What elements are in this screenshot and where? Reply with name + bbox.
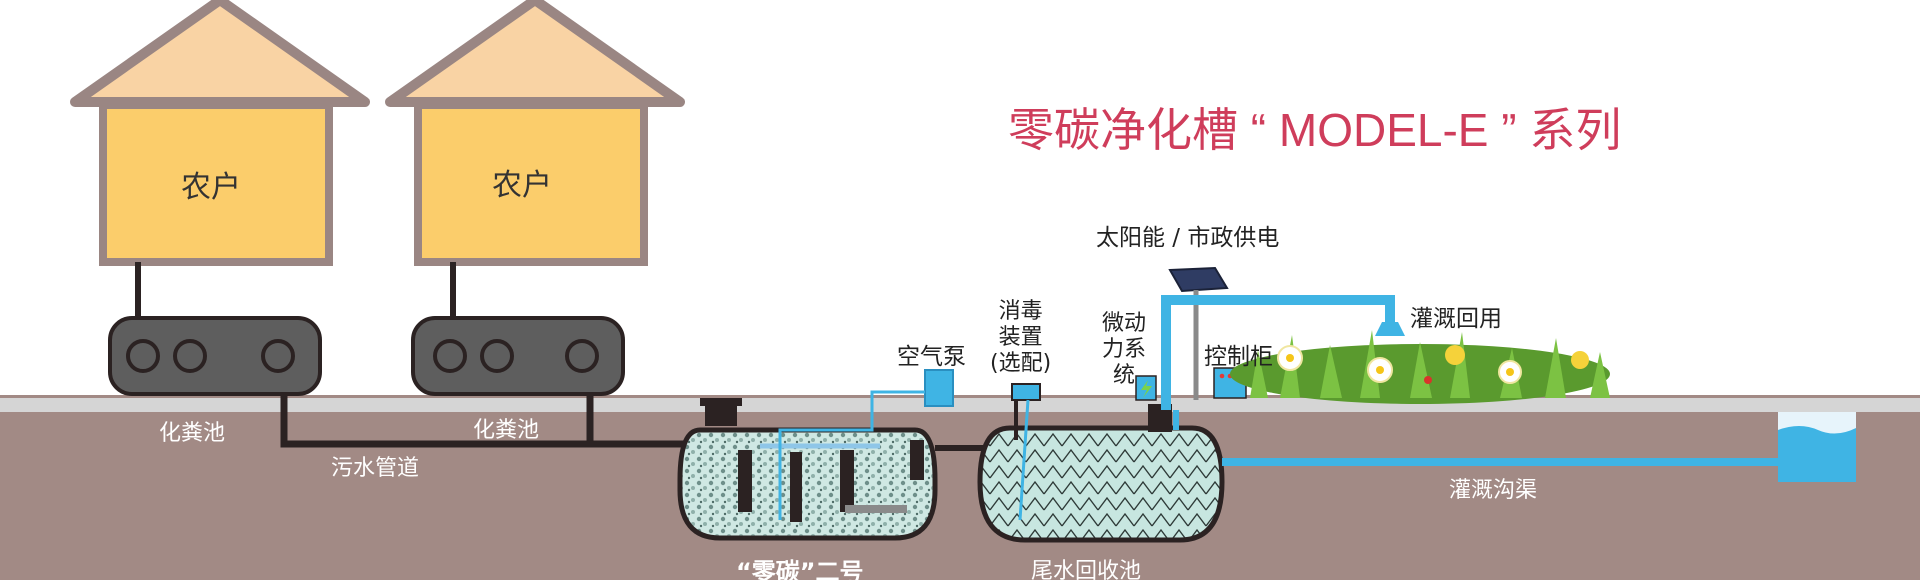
septic-tank-label-1: 化粪池	[159, 421, 226, 446]
disinfection-label: 消毒 装置 (选配)	[990, 299, 1052, 376]
sewage-pipe	[280, 394, 700, 448]
lightning-icon	[1141, 380, 1152, 398]
soil	[0, 395, 1920, 580]
power-supply-label: 太阳能 / 市政供电	[1096, 225, 1280, 251]
house-1	[70, 0, 370, 266]
septic-tank-2	[411, 316, 625, 396]
treatment-tank	[677, 398, 938, 541]
tail-water-pool	[977, 404, 1225, 543]
treatment-tank-label: “零碳”二号	[736, 558, 864, 586]
air-pump	[924, 369, 954, 407]
house-label-2: 农户	[492, 168, 552, 203]
irrigation-channel	[1778, 412, 1856, 482]
ground-surface	[0, 398, 1920, 412]
irrigation-channel-label: 灌溉沟渠	[1449, 478, 1538, 503]
micro-power-label: 微动 力系 统	[1102, 311, 1147, 388]
irrigation-pipe	[1161, 295, 1395, 410]
sprinkler-icon	[1375, 322, 1405, 336]
solar-panel-icon	[1168, 266, 1229, 293]
septic-tank-1	[108, 316, 322, 396]
control-cabinet-label: 控制柜	[1204, 344, 1273, 370]
garden	[1230, 330, 1610, 404]
air-line	[778, 390, 925, 520]
cabinet-light	[1219, 373, 1225, 379]
house-2	[385, 0, 685, 266]
air-pump-label: 空气泵	[897, 344, 966, 370]
disinfection-unit	[1011, 383, 1041, 401]
tail-water-pool-label: 尾水回收池	[1031, 559, 1142, 584]
sewage-pipe-label: 污水管道	[331, 456, 420, 481]
house-label-1: 农户	[181, 170, 241, 205]
disinfection-line	[1018, 399, 1030, 521]
irrigation-reuse-label: 灌溉回用	[1410, 306, 1502, 332]
page-title: 零碳净化槽 “ MODEL-E ” 系列	[1008, 104, 1622, 156]
septic-tank-label-2: 化粪池	[473, 418, 540, 443]
